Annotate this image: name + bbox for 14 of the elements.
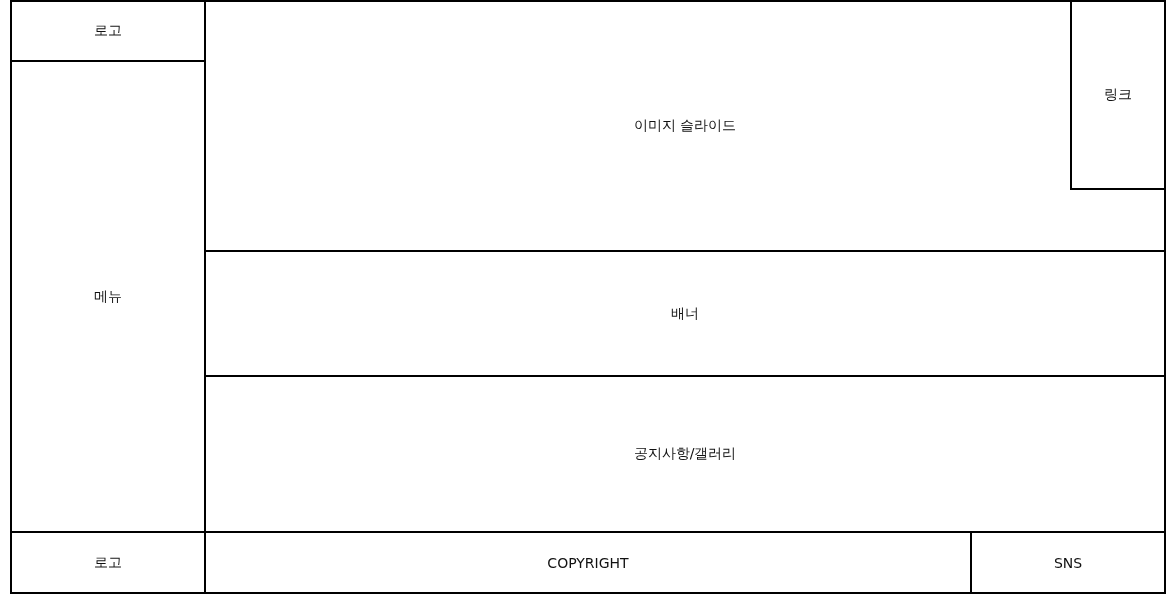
region-label: 메뉴 <box>94 287 122 306</box>
region-label: 배너 <box>671 304 699 323</box>
footer-corner-box <box>10 531 206 594</box>
region-label: 공지사항/갤러리 <box>633 445 737 463</box>
region-label: SNS <box>1053 554 1083 571</box>
region-label: COPYRIGHT <box>547 554 629 571</box>
region-label: 로고 <box>94 553 122 572</box>
region-label: 로고 <box>94 22 122 40</box>
slider-panel <box>204 0 1166 252</box>
region-label: 이미지 슬라이드 <box>633 117 737 135</box>
sns-box <box>970 531 1166 594</box>
link-panel <box>1070 0 1166 190</box>
header-corner-box <box>10 0 206 62</box>
region-label: 링크 <box>1104 86 1132 104</box>
